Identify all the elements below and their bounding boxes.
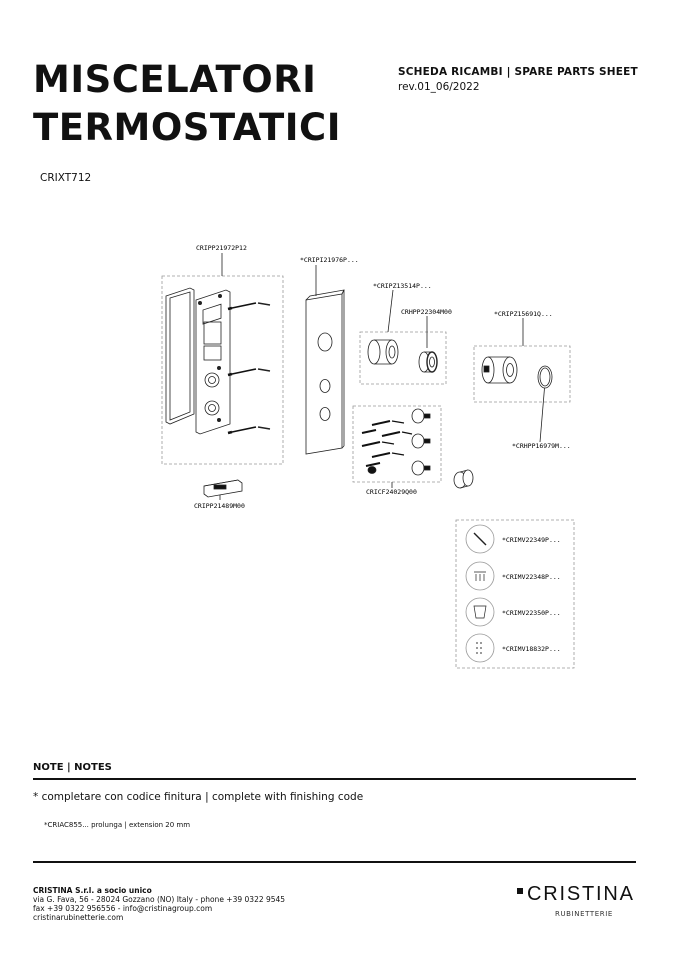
frame-outer <box>165 287 195 425</box>
callout-mv1: *CRIMV22349P... <box>502 536 561 544</box>
logo-square-icon <box>517 888 523 894</box>
logo-subtitle: RUBINETTERIE <box>555 910 613 918</box>
callout-screws-kit: CRICF24029Q00 <box>366 488 417 496</box>
faceplate <box>305 293 343 455</box>
page-title-line2: TERMOSTATICI <box>33 106 341 149</box>
notes-divider <box>33 778 636 780</box>
callout-frame: CRIPP21972P12 <box>196 244 247 252</box>
callout-mv4: *CRIMV18832P... <box>502 645 561 653</box>
notes-title: NOTE | NOTES <box>33 762 112 773</box>
callout-mv3: *CRIMV22350P... <box>502 609 561 617</box>
callout-diverter: CRHPP22304M00 <box>401 308 452 316</box>
cartridge-group-box <box>359 331 447 385</box>
callout-thermo-cap: *CRIPZ15691Q... <box>494 310 553 318</box>
logo-wordmark: CRISTINA <box>527 883 635 905</box>
sheet-label: SCHEDA RICAMBI | SPARE PARTS SHEET <box>398 66 638 78</box>
callout-mv2: *CRIMV22348P... <box>502 573 561 581</box>
model-code: CRIXT712 <box>40 172 92 184</box>
frame-group-box <box>161 275 284 465</box>
company-address: via G. Fava, 56 - 28024 Gozzano (NO) Ita… <box>33 895 286 904</box>
thermo-group-box <box>473 345 571 403</box>
frame-plate <box>195 289 231 435</box>
revision-label: rev.01_06/2022 <box>398 81 480 93</box>
callout-knob: *CRHPP16979M... <box>512 442 571 450</box>
callout-level: CRIPP21489M00 <box>194 502 245 510</box>
page-title-line1: MISCELATORI <box>33 58 317 101</box>
screws-group-box <box>352 405 442 483</box>
footer-divider <box>33 861 636 863</box>
company-website: cristinarubinetterie.com <box>33 913 124 922</box>
company-name: CRISTINA S.r.l. a socio unico <box>33 886 152 895</box>
callout-faceplate: *CRIPI21976P... <box>300 256 359 264</box>
selector-group-box <box>455 519 575 669</box>
company-contacts: fax +39 0322 956556 - info@cristinagroup… <box>33 904 213 913</box>
callout-cartridge-cap: *CRIPZ13514P... <box>373 282 432 290</box>
note-extension: *CRIAC855... prolunga | extension 20 mm <box>44 821 191 829</box>
note-finishing-code: * completare con codice finitura | compl… <box>33 791 364 803</box>
